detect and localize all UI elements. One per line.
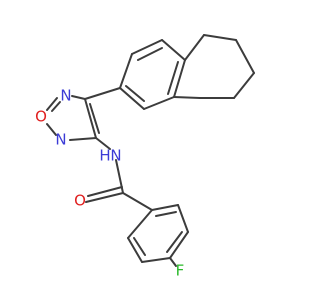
bond-p3-double — [166, 231, 183, 253]
bond-s1 — [184, 34, 205, 61]
bond-p5 — [127, 237, 143, 263]
bond-p1-double — [155, 211, 177, 217]
fluorophenyl-ring — [127, 204, 189, 263]
bond-p5-double — [133, 237, 146, 256]
oxadiazole-ring — [46, 95, 100, 141]
bond-n1-c4-double — [51, 101, 61, 112]
bond-a4-a5 — [173, 59, 186, 98]
atom-o2: O — [74, 192, 86, 210]
bond-a2-a3 — [131, 39, 163, 55]
bond-n2-o1 — [46, 123, 57, 136]
bond-p2 — [177, 204, 189, 233]
bond-ring-f — [169, 257, 177, 267]
bond-c4-c3 — [84, 98, 97, 139]
bond-c4-aryl — [84, 87, 121, 100]
bond-a3-a4 — [161, 39, 186, 61]
bond-c3-n2 — [69, 137, 97, 141]
bond-a1-a2 — [119, 53, 133, 89]
atom-n2: N — [55, 131, 66, 149]
naphthalene-aromatic-ring — [119, 39, 186, 110]
bond-a6-a1-double — [125, 85, 145, 102]
bond-carbonyl-ring — [122, 192, 153, 211]
atom-n1: N — [60, 87, 71, 105]
atom-o1: O — [35, 108, 47, 126]
bond-n1-c4 — [71, 95, 86, 100]
bond-a6-a1 — [119, 87, 145, 110]
atom-h: H — [99, 147, 110, 165]
bond-c3-nh — [95, 137, 111, 150]
bond-s6 — [173, 96, 201, 99]
bond-a2-a3-double — [137, 47, 163, 61]
bond-p3 — [169, 231, 189, 259]
bond-p6 — [127, 209, 153, 239]
bond-a4-a5-double — [167, 61, 179, 95]
atom-f: F — [176, 262, 185, 280]
molecule-canvas: N O N N H O F — [35, 34, 255, 280]
bond-s3 — [235, 39, 255, 74]
bond-p1 — [151, 204, 179, 211]
atom-nh: N — [110, 147, 121, 165]
cyclohexane-ring — [173, 34, 255, 99]
bond-s4 — [233, 72, 255, 99]
bond-p4 — [141, 257, 171, 263]
bond-s2 — [203, 34, 237, 41]
bond-c4-c3-double — [89, 103, 100, 134]
bond-o1-n1 — [46, 97, 58, 111]
bond-carbonyl-o — [85, 192, 124, 203]
bond-a5-a6 — [143, 96, 175, 110]
molecule-structure: N O N N H O F — [35, 34, 255, 280]
bond-carbonyl-o-double — [87, 186, 123, 197]
